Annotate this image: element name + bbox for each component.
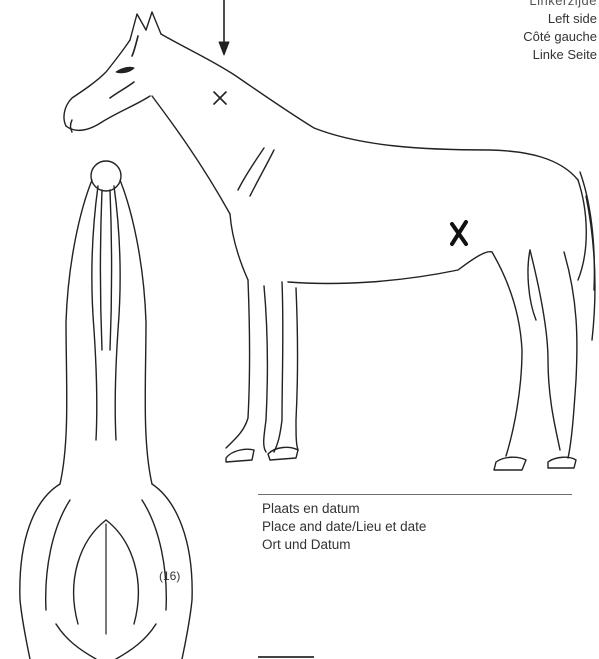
side-labels: Linkerzijde Left side Côté gauche Linke … (523, 0, 597, 64)
horse-side-view (64, 12, 595, 470)
side-label-en: Left side (523, 10, 597, 28)
marker-bold-x (452, 222, 466, 244)
side-label-fr: Côté gauche (523, 28, 597, 46)
figure-number: (16) (159, 569, 180, 583)
face-markings (110, 36, 138, 98)
signature-line (258, 494, 572, 495)
place-date-de: Ort und Datum (262, 536, 426, 554)
side-label-cut: Linkerzijde (523, 0, 597, 10)
place-date-nl: Plaats en datum (262, 500, 426, 518)
place-date-en-fr: Place and date/Lieu et date (262, 518, 426, 536)
bottom-rule (258, 656, 314, 658)
horse-front-view (20, 161, 192, 659)
place-and-date-block: Plaats en datum Place and date/Lieu et d… (262, 500, 426, 554)
neck-arrow (219, 0, 229, 55)
marker-small-x (214, 92, 226, 104)
side-label-de: Linke Seite (523, 46, 597, 64)
